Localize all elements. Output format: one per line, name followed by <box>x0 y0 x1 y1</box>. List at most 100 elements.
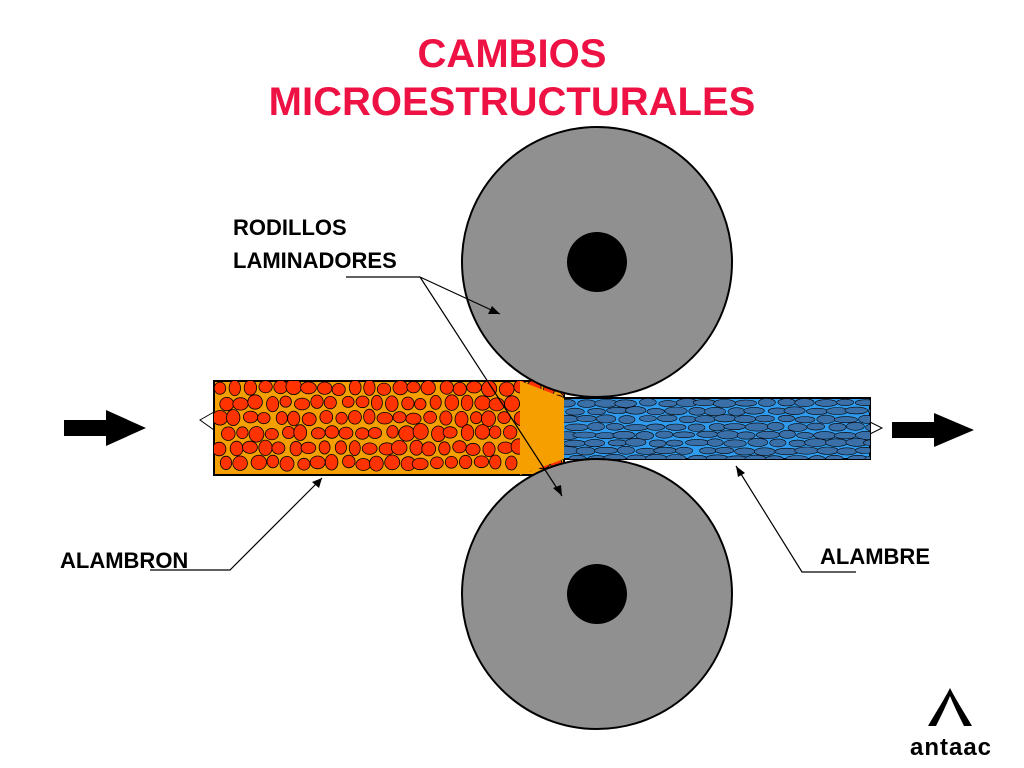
fine-grain <box>716 430 740 440</box>
coarse-grain <box>439 410 453 426</box>
coarse-grain <box>481 381 498 398</box>
coarse-grain <box>334 440 347 455</box>
fine-grain <box>665 423 687 431</box>
fine-grain <box>816 414 836 424</box>
fine-grain <box>816 446 839 455</box>
fine-grain <box>635 431 654 441</box>
coarse-grain <box>488 425 502 439</box>
fine-grain <box>836 447 857 456</box>
fine-grain <box>723 439 747 448</box>
coarse-grain <box>282 425 296 439</box>
antaac-logo: antaac <box>886 682 1016 762</box>
coarse-grain <box>505 455 518 471</box>
fine-grain <box>805 407 829 415</box>
fine-grain <box>572 431 598 439</box>
coarse-grain <box>473 455 489 469</box>
fine-grain <box>575 446 596 456</box>
fine-grain <box>625 406 647 415</box>
coarse-grain <box>275 411 288 425</box>
coarse-grain <box>405 412 422 425</box>
fine-grain <box>639 398 657 407</box>
coarse-grain <box>250 454 267 470</box>
coarse-grain <box>474 395 491 411</box>
coarse-grain <box>317 381 333 395</box>
fine-grain <box>779 429 796 439</box>
fine-grain <box>587 408 606 416</box>
leader-lines <box>150 276 856 573</box>
coarse-grain <box>470 411 483 425</box>
fine-grain <box>595 414 617 424</box>
coarse-grain <box>309 455 326 470</box>
coarse-grain <box>228 381 241 397</box>
fine-grain <box>714 447 735 454</box>
coarse-grain <box>412 423 429 440</box>
fine-grain <box>706 438 724 447</box>
fine-grain <box>725 455 750 459</box>
fine-grain <box>755 415 775 423</box>
coarse-grain <box>241 440 258 454</box>
fine-grain <box>733 415 756 424</box>
coarse-grain <box>363 408 376 425</box>
alambre-wire <box>561 397 884 460</box>
arrowhead-upper-roller <box>488 306 500 314</box>
coarse-grain <box>324 454 339 471</box>
fine-grain <box>846 421 865 431</box>
fine-grain <box>855 447 870 454</box>
arrowhead-lower-roller <box>553 485 562 496</box>
fine-grain <box>648 439 667 448</box>
coarse-grain <box>355 458 372 471</box>
upper-roller-hub <box>567 232 627 292</box>
fine-grain <box>744 422 770 432</box>
fine-grain <box>645 454 668 459</box>
fine-grain <box>625 437 647 447</box>
coarse-grain <box>236 426 249 440</box>
coarse-grain <box>243 381 257 396</box>
alambron-rod <box>199 380 565 476</box>
fine-grain <box>825 438 848 447</box>
coarse-grain <box>243 410 259 424</box>
coarse-grain <box>370 394 383 411</box>
coarse-grain <box>271 441 286 455</box>
fine-grain <box>747 437 768 447</box>
fine-grain <box>794 446 819 455</box>
deformation-zone <box>520 381 564 475</box>
fine-grain <box>868 408 870 414</box>
coarse-grain <box>497 411 511 424</box>
fine-grain <box>675 446 694 455</box>
coarse-grain <box>361 442 378 455</box>
coarse-grain <box>503 425 518 440</box>
fine-grain <box>806 422 825 431</box>
coarse-grain <box>355 395 370 409</box>
coarse-grain <box>300 381 317 395</box>
fine-grain <box>612 431 636 440</box>
rollers-leader-lower <box>419 276 563 497</box>
fine-grain <box>646 423 666 431</box>
rod-cut-edge <box>199 411 215 431</box>
fine-grain <box>844 406 868 415</box>
fine-grain <box>587 422 605 431</box>
rollers-leader-upper <box>419 276 501 315</box>
fine-grain <box>699 447 717 455</box>
coarse-grain <box>214 381 227 395</box>
fine-grain <box>834 432 857 440</box>
fine-grain <box>828 423 847 432</box>
coarse-grain <box>458 454 473 470</box>
fine-grain <box>656 414 678 422</box>
coarse-grain <box>347 410 362 425</box>
coarse-grain <box>392 381 409 396</box>
fine-grain <box>754 447 776 456</box>
coarse-grain <box>460 424 475 441</box>
coarse-grain <box>481 410 496 428</box>
input-arrow-icon <box>64 410 146 446</box>
coarse-grain <box>465 442 481 456</box>
coarse-grain <box>310 427 326 440</box>
fine-grain <box>794 398 815 408</box>
coarse-grain <box>454 410 469 428</box>
coarse-grain <box>232 397 249 411</box>
coarse-grain <box>219 455 233 470</box>
coarse-grain <box>301 412 317 427</box>
fine-grain <box>712 399 736 408</box>
coarse-grain <box>319 410 334 424</box>
coarse-grain <box>460 394 474 411</box>
coarse-grain <box>214 410 229 426</box>
